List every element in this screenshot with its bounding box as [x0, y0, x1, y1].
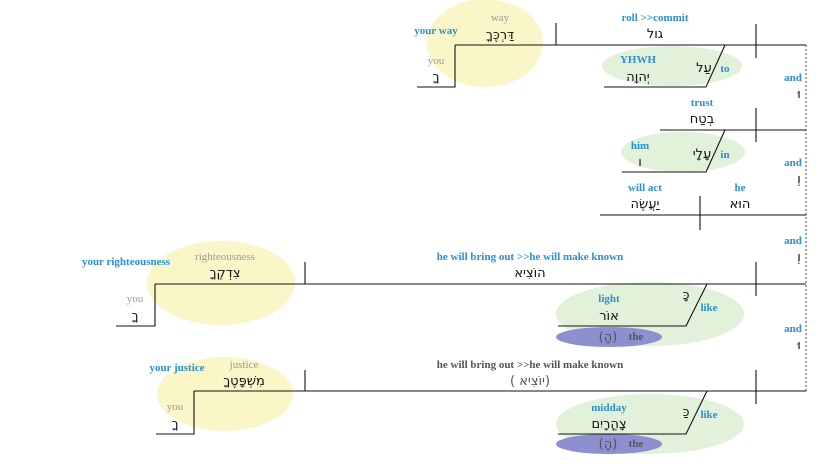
clause4-object-step: [116, 284, 156, 327]
highlight-your-righteousness: [147, 241, 295, 325]
clause1-prep-object-gloss: YHWH: [620, 54, 657, 66]
clause3-subject-heb: הוּא: [730, 197, 751, 212]
clause1-prep-line: [604, 44, 726, 88]
clause2-conj-gloss: and: [784, 157, 802, 169]
highlight-in-him: [621, 132, 745, 172]
clause5-object-step: [156, 391, 195, 435]
clause4-suffix-heb: ךָ: [132, 309, 139, 324]
clause5-prep-object-heb: צָהֳרָיִם: [591, 417, 626, 432]
clause5-object-gloss: justice: [229, 359, 259, 371]
clause1-object-heb: דַּרְכֶּךָ: [486, 28, 515, 43]
highlight-your-justice: [157, 357, 293, 431]
clause5-object-group-gloss: your justice: [149, 362, 204, 374]
clause1-object-gloss: way: [491, 12, 510, 24]
clause3-conj-gloss: and: [784, 235, 802, 247]
clause4-conj-gloss: and: [784, 323, 802, 335]
clause1-conj-gloss: and: [784, 72, 802, 84]
clause4-object-group-gloss: your righteousness: [82, 256, 171, 268]
clause1-suffix-gloss: you: [428, 55, 445, 67]
clause1-conj-heb: וּ: [796, 87, 800, 102]
clause4-article-gloss: the: [629, 331, 644, 343]
clause4-object-heb: צִדְקֶךָ: [209, 266, 240, 281]
highlight-your-way: [427, 0, 543, 87]
clause5-verb-heb: ( יוֹצִיא): [510, 374, 550, 389]
clause2-verb-heb: בְטַח: [690, 112, 714, 127]
clause5-prep-object-gloss: midday: [591, 402, 627, 414]
clause4-object-gloss: righteousness: [195, 251, 255, 263]
clause3-verb-heb: יַעֲשֶׂה: [631, 197, 661, 212]
clause2-prep-heb: עָלָי: [693, 147, 712, 162]
clause1-object-step: [417, 45, 456, 88]
clause4-prep-object-gloss: light: [598, 293, 620, 305]
clause1-prep-gloss: to: [720, 63, 730, 75]
clause3-verb-gloss: will act: [628, 182, 662, 194]
clause5-suffix-heb: ךָ: [172, 417, 179, 432]
clause1-object-group-gloss: your way: [414, 25, 458, 37]
clause3-subject-gloss: he: [735, 182, 746, 194]
clause2-prep-object-heb: ו: [638, 155, 642, 170]
clause5-prep-heb: כַּ: [683, 405, 690, 420]
clause1-verb-gloss: roll >>commit: [621, 12, 688, 24]
clause5-verb-gloss: he will bring out >>he will make known: [437, 359, 623, 371]
clause2-conj-heb: וְ: [797, 172, 801, 187]
clause4-suffix-gloss: you: [127, 293, 144, 305]
clause4-prep-gloss: like: [700, 302, 717, 314]
clause2-prep-line: [622, 129, 726, 173]
clause4-verb-gloss: he will bring out >>he will make known: [437, 251, 623, 263]
clause5-suffix-gloss: you: [167, 401, 184, 413]
clause2-prep-object-gloss: him: [631, 140, 649, 152]
clause5-article-gloss: the: [629, 438, 644, 450]
clause4-prep-object-heb: אוֹר: [599, 309, 619, 324]
clause1-suffix-heb: ךָ: [433, 70, 440, 85]
clause4-verb-heb: הוֹצִיא: [514, 266, 545, 281]
clause3-conj-heb: וְ: [797, 250, 801, 265]
clause4-conj-heb: וּ: [796, 338, 800, 353]
clause4-article-heb: (הָ): [599, 330, 618, 345]
clause2-verb-gloss: trust: [691, 97, 714, 109]
clause5-article-heb: (הָ): [599, 437, 618, 452]
clause2-prep-gloss: in: [720, 149, 729, 161]
clause5-prep-line: [558, 390, 708, 435]
highlight-article-the-2: [556, 434, 662, 454]
clause1-verb-heb: גול: [647, 27, 663, 42]
highlight-to-yhwh: [602, 46, 742, 86]
clause5-prep-gloss: like: [700, 409, 717, 421]
clause1-prep-object-heb: יְהוָה: [626, 70, 650, 85]
highlight-article-the-1: [556, 327, 662, 347]
clause5-object-heb: מִשְׁפָּטֶךָ: [223, 374, 265, 389]
clause4-prep-heb: כָּ: [683, 288, 690, 303]
clause4-prep-line: [558, 283, 708, 327]
clause1-prep-heb: עַל: [696, 61, 712, 76]
